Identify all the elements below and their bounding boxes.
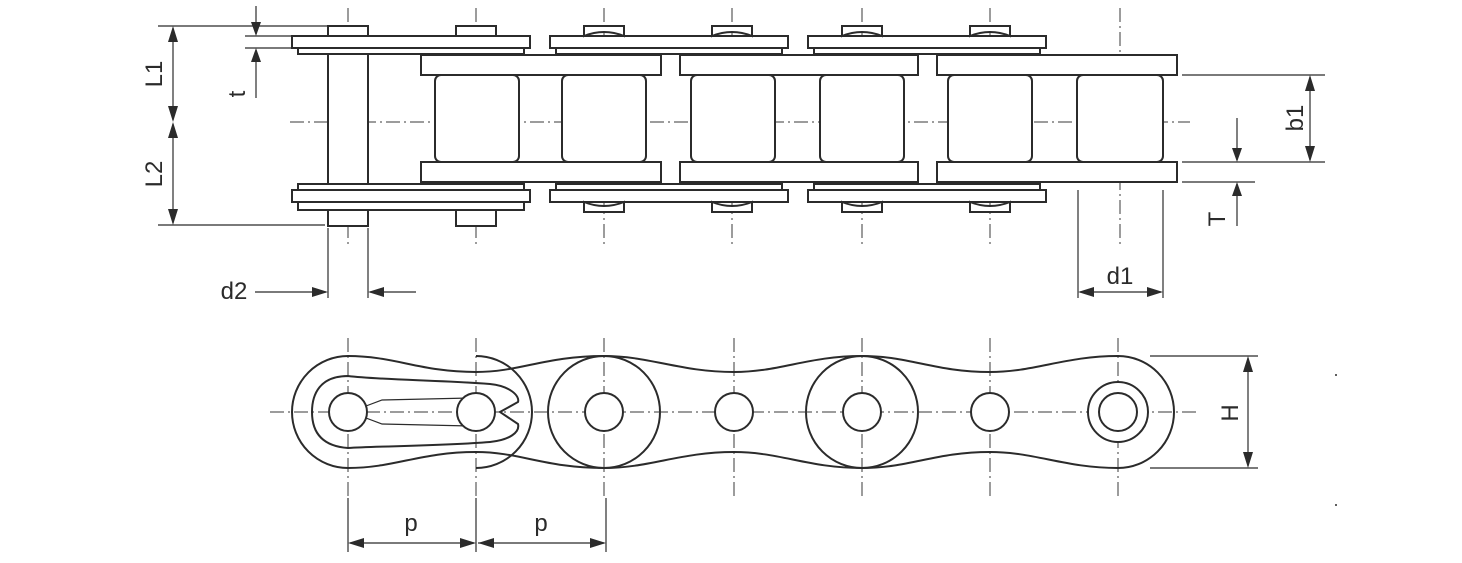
connecting-pin-shaft: [327, 53, 369, 185]
label-L1: L1: [141, 61, 168, 88]
dimension-t: t: [224, 6, 300, 98]
dimension-b1: b1: [1182, 74, 1325, 163]
speck-1: [1335, 374, 1337, 376]
pins-side-view: [328, 381, 1149, 443]
label-H: H: [1217, 404, 1244, 421]
chain-link-outline: [291, 354, 1175, 470]
dimension-L1: L1: [141, 25, 330, 122]
label-d1: d1: [1107, 263, 1134, 290]
label-b1: b1: [1282, 105, 1309, 132]
label-L2: L2: [141, 161, 168, 188]
inner-plates-bottom: [420, 161, 1178, 183]
inner-plates-top: [420, 54, 1178, 76]
label-t: t: [224, 90, 251, 97]
outer-plates-top: [291, 35, 1047, 55]
speck-2: [1335, 504, 1337, 506]
dimension-H: H: [1150, 355, 1258, 469]
spring-clip: [310, 374, 520, 450]
label-d2: d2: [221, 278, 248, 305]
chain-side-view: H p p: [270, 338, 1337, 552]
dimension-pitch: p p: [347, 498, 607, 552]
chain-top-view: L1 L2 t b1: [141, 6, 1325, 305]
dimension-L2: L2: [141, 122, 325, 226]
pin-ends-bottom: [297, 200, 1011, 227]
rollers-top-view: [434, 74, 1164, 163]
dimension-T: T: [1182, 118, 1255, 226]
label-T: T: [1204, 211, 1231, 226]
pin-heads-top: [327, 25, 1011, 38]
dimension-d1: d1: [1077, 190, 1164, 298]
label-p-left: p: [404, 510, 417, 537]
dimension-d2: d2: [221, 228, 416, 305]
label-p-right: p: [534, 510, 547, 537]
outer-plates-bottom: [291, 183, 1047, 203]
